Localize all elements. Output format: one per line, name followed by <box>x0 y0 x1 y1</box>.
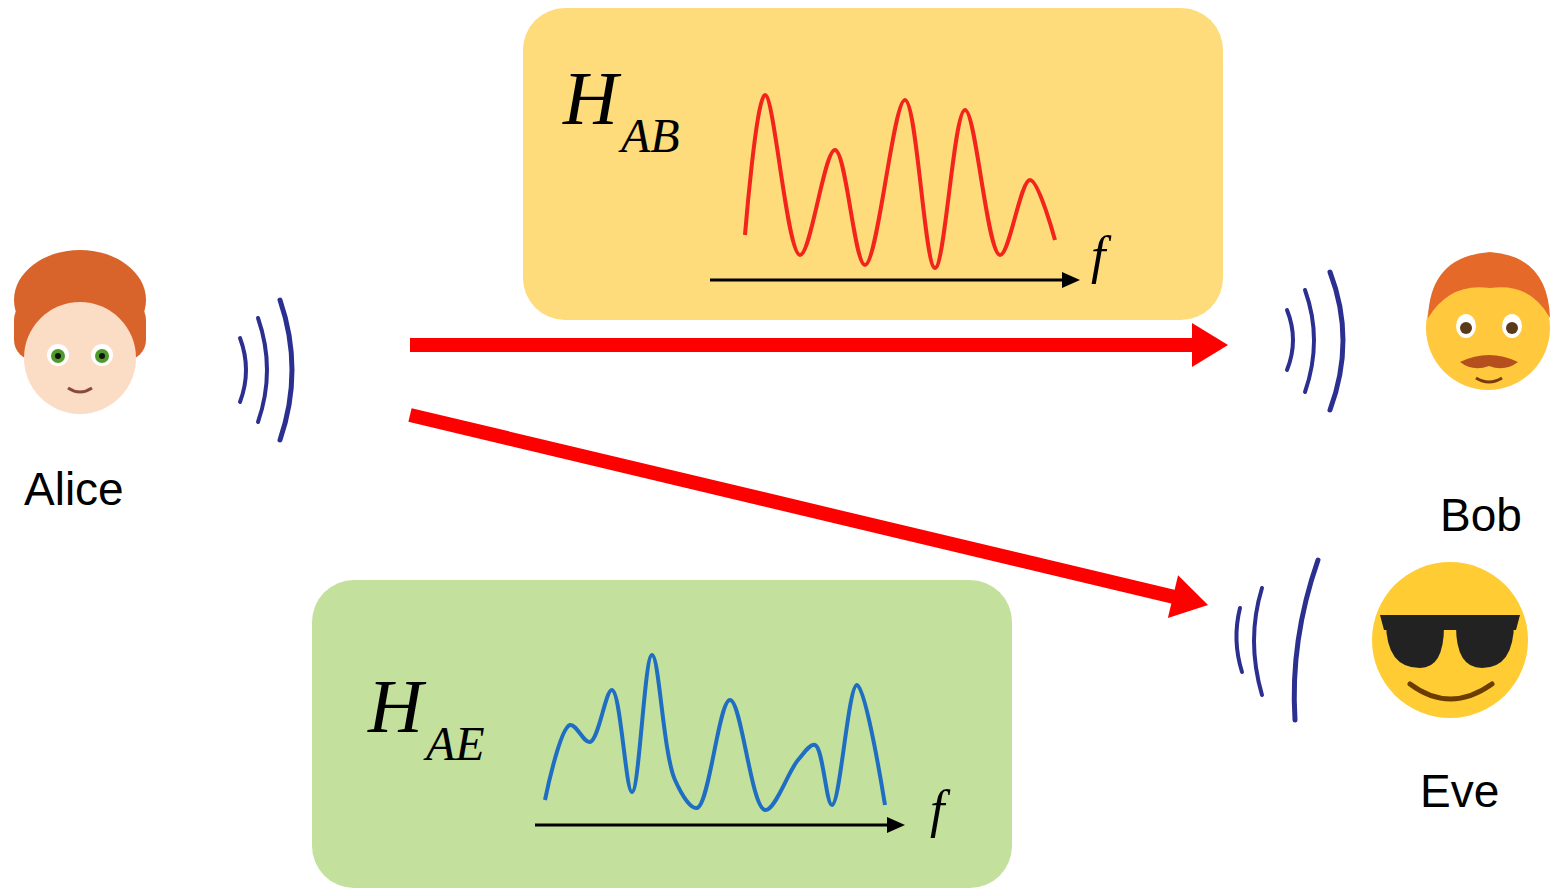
channel-symbol: H <box>368 668 423 744</box>
axis-arrowhead <box>887 817 905 833</box>
frequency-axis <box>710 279 1066 282</box>
axis-label: f <box>1091 230 1105 282</box>
person-name: Alice <box>24 466 124 512</box>
arrowhead <box>1168 575 1208 618</box>
channel-box: HAE f <box>312 580 1012 888</box>
frequency-response <box>545 655 885 810</box>
frequency-response <box>745 95 1055 268</box>
arrowhead <box>1192 323 1228 367</box>
bob-face <box>1426 252 1550 390</box>
receiver-node: Bob <box>1228 230 1556 530</box>
sender-node: Alice <box>0 270 410 530</box>
eve-face <box>1372 562 1528 718</box>
person-name: Eve <box>1420 768 1499 814</box>
person-name: Bob <box>1440 492 1522 538</box>
axis-label: f <box>930 784 944 836</box>
axis-arrowhead <box>1062 272 1080 288</box>
arrow-shaft <box>410 338 1194 352</box>
channel-subscript: AB <box>621 112 680 160</box>
channel-subscript: AE <box>426 720 485 768</box>
channel-symbol: H <box>563 60 618 136</box>
frequency-axis <box>535 824 891 827</box>
spectrum-plot <box>523 8 1223 320</box>
signal-arrow <box>410 323 1228 367</box>
eavesdropper-node: Eve <box>1208 540 1556 840</box>
channel-box: HAB f <box>523 8 1223 320</box>
arrow-shaft <box>410 415 1175 597</box>
alice-face <box>14 250 146 414</box>
